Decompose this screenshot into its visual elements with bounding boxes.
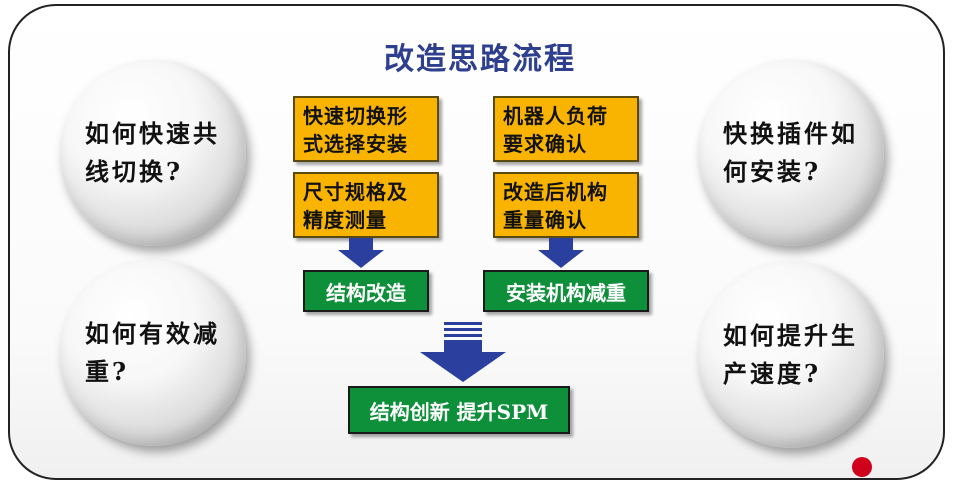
result-box-structure-modification: 结构改造: [303, 270, 429, 312]
step-box-quick-change-selection: 快速切换形 式选择安装: [293, 96, 439, 162]
result-box-weight-reduction: 安装机构减重: [483, 270, 649, 312]
merge-arrow-icon: [420, 322, 506, 382]
question-bubble-top-right: 快换插件如 何安装?: [698, 60, 884, 246]
question-bubble-top-left: 如何快速共 线切换?: [60, 60, 246, 246]
question-text: 如何快速共 线切换?: [85, 119, 220, 186]
step-box-weight-check: 改造后机构 重量确认: [493, 172, 639, 238]
step-box-dimension-measurement: 尺寸规格及 精度测量: [293, 172, 439, 238]
down-arrow-icon: [538, 238, 584, 268]
step-box-robot-load-check: 机器人负荷 要求确认: [493, 96, 639, 162]
logo-icon: [852, 457, 872, 477]
question-bubble-bottom-right: 如何提升生 产速度?: [698, 262, 884, 448]
diagram-title: 改造思路流程: [384, 42, 576, 77]
final-result-box: 结构创新 提升SPM: [348, 386, 570, 434]
question-text: 如何有效减 重?: [85, 319, 220, 386]
question-bubble-bottom-left: 如何有效减 重?: [60, 260, 246, 446]
down-arrow-icon: [338, 238, 384, 268]
question-text: 如何提升生 产速度?: [723, 321, 858, 388]
watermark-logo: [852, 454, 876, 480]
question-text: 快换插件如 何安装?: [723, 119, 858, 186]
